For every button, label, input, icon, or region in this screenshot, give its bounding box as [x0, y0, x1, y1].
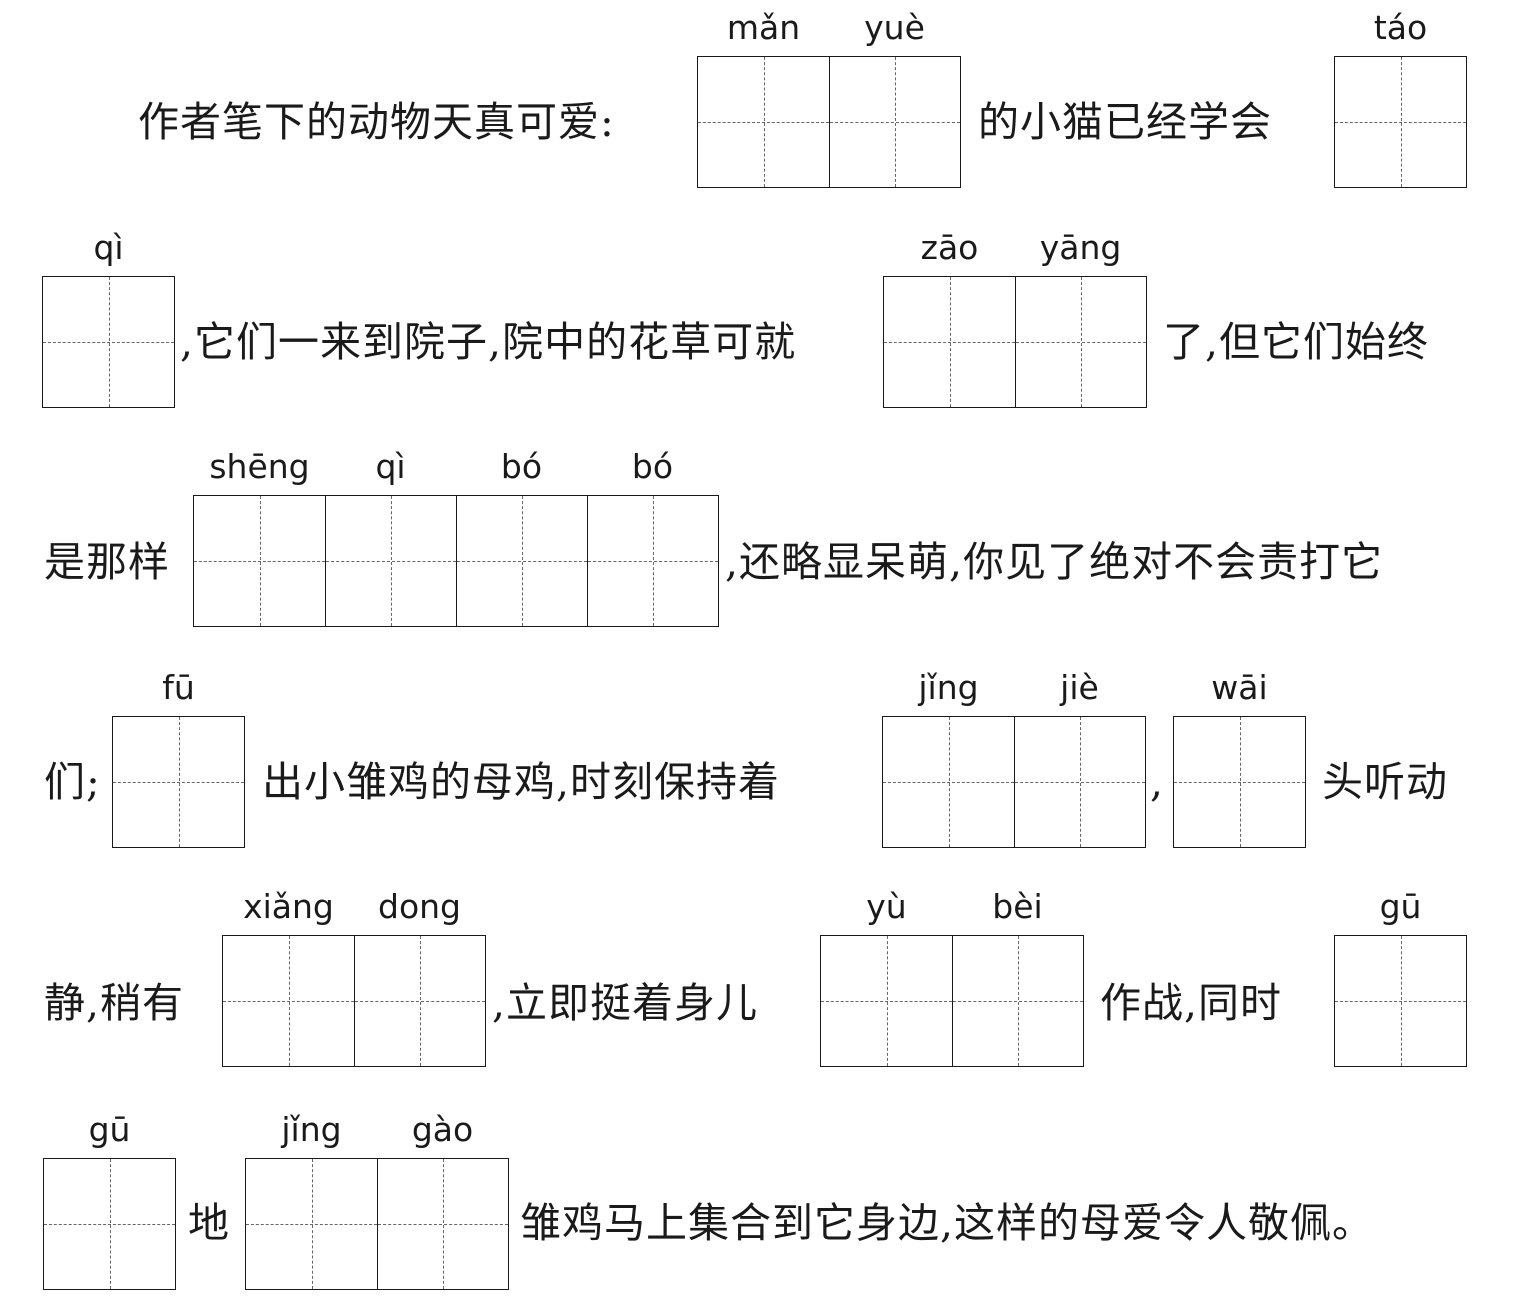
pinyin-label: qì — [93, 228, 124, 267]
writing-cell[interactable] — [223, 936, 354, 1066]
writing-cell[interactable] — [44, 1159, 175, 1289]
pinyin-label: jǐng — [918, 668, 979, 707]
writing-cell[interactable] — [456, 496, 587, 626]
pinyin-label: dong — [378, 887, 461, 926]
pinyin-label: zāo — [920, 228, 979, 267]
writing-box-group[interactable] — [42, 276, 175, 408]
writing-cell[interactable] — [821, 936, 952, 1066]
pinyin-label: gū — [88, 1110, 131, 1149]
pinyin-label: wāi — [1211, 668, 1268, 707]
writing-cell[interactable] — [1335, 936, 1466, 1066]
writing-cell[interactable] — [1014, 717, 1145, 847]
pinyin-label: shēng — [209, 447, 310, 486]
pinyin-label: xiǎng — [243, 887, 334, 926]
writing-cell[interactable] — [325, 496, 456, 626]
pinyin-label: bó — [500, 447, 543, 486]
writing-box-group[interactable] — [882, 716, 1146, 848]
writing-cell[interactable] — [1335, 57, 1466, 187]
writing-cell[interactable] — [377, 1159, 508, 1289]
text-segment: 是那样 — [44, 538, 170, 586]
writing-cell[interactable] — [883, 717, 1014, 847]
writing-box-group[interactable] — [245, 1158, 509, 1290]
writing-cell[interactable] — [1174, 717, 1305, 847]
writing-cell[interactable] — [194, 496, 325, 626]
text-segment: , — [1150, 758, 1165, 806]
writing-box-group[interactable] — [222, 935, 486, 1067]
writing-cell[interactable] — [113, 717, 244, 847]
writing-cell[interactable] — [952, 936, 1083, 1066]
pinyin-label: táo — [1373, 8, 1428, 47]
text-segment: 们; — [44, 758, 101, 806]
pinyin-label: yuè — [864, 8, 925, 47]
writing-box-group[interactable] — [43, 1158, 176, 1290]
pinyin-label: gū — [1379, 887, 1422, 926]
text-segment: 头听动 — [1322, 758, 1448, 806]
pinyin-label: jiè — [1060, 668, 1099, 707]
writing-box-group[interactable] — [883, 276, 1147, 408]
writing-box-group[interactable] — [1334, 56, 1467, 188]
writing-cell[interactable] — [43, 277, 174, 407]
text-segment: 作战,同时 — [1100, 979, 1283, 1027]
writing-box-group[interactable] — [820, 935, 1084, 1067]
pinyin-label: gào — [411, 1110, 474, 1149]
writing-box-group[interactable] — [697, 56, 961, 188]
writing-cell[interactable] — [587, 496, 718, 626]
pinyin-label: bó — [631, 447, 674, 486]
writing-cell[interactable] — [1015, 277, 1146, 407]
writing-box-group[interactable] — [1173, 716, 1306, 848]
pinyin-label: fū — [162, 668, 195, 707]
writing-cell[interactable] — [829, 57, 960, 187]
writing-cell[interactable] — [354, 936, 485, 1066]
writing-box-group[interactable] — [112, 716, 245, 848]
text-segment: 雏鸡马上集合到它身边,这样的母爱令人敬佩。 — [520, 1199, 1375, 1247]
writing-box-group[interactable] — [1334, 935, 1467, 1067]
pinyin-label: qì — [375, 447, 406, 486]
text-segment: ,还略显呆萌,你见了绝对不会责打它 — [725, 538, 1384, 586]
pinyin-label: yù — [866, 887, 907, 926]
text-segment: 了,但它们始终 — [1163, 318, 1430, 366]
writing-cell[interactable] — [698, 57, 829, 187]
pinyin-label: yāng — [1039, 228, 1122, 267]
text-segment: 作者笔下的动物天真可爱: — [138, 98, 615, 146]
writing-cell[interactable] — [246, 1159, 377, 1289]
text-segment: ,立即挺着身儿 — [492, 979, 759, 1027]
writing-box-group[interactable] — [193, 495, 719, 627]
writing-cell[interactable] — [884, 277, 1015, 407]
text-segment: 出小雏鸡的母鸡,时刻保持着 — [262, 758, 781, 806]
pinyin-label: jǐng — [281, 1110, 342, 1149]
pinyin-label: mǎn — [726, 8, 801, 47]
pinyin-label: bèi — [992, 887, 1043, 926]
text-segment: ,它们一来到院子,院中的花草可就 — [180, 318, 797, 366]
text-segment: 静,稍有 — [44, 979, 185, 1027]
text-segment: 的小猫已经学会 — [978, 98, 1272, 146]
text-segment: 地 — [188, 1199, 230, 1247]
